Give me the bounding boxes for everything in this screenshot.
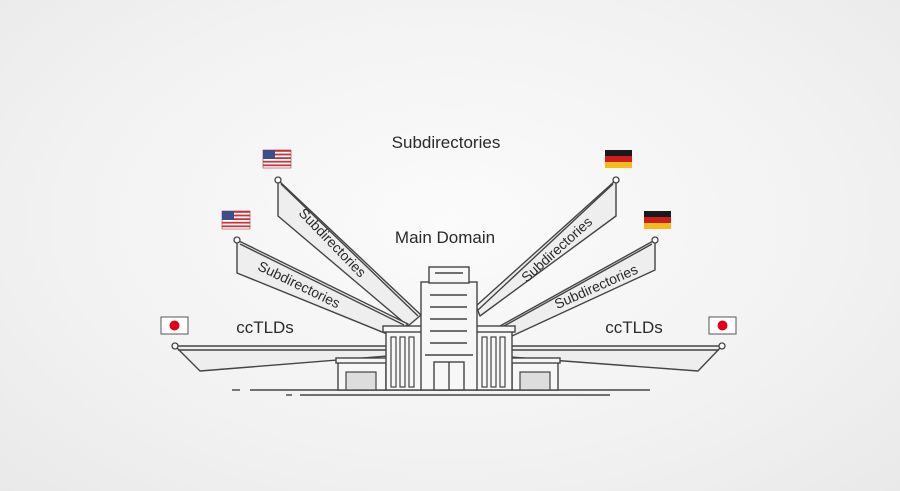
- banner-label: Subdirectories: [296, 205, 370, 280]
- japan-flag-icon: [160, 316, 189, 335]
- germany-flag-icon: [644, 211, 671, 229]
- japan-flag-icon: [708, 316, 737, 335]
- ground-lines: [232, 389, 650, 396]
- us-flag-icon: [221, 210, 251, 230]
- cctld-left-label: ccTLDs: [236, 318, 294, 337]
- cctld-right-label: ccTLDs: [605, 318, 663, 337]
- banner-label: Subdirectories: [552, 261, 640, 312]
- main-domain-label: Main Domain: [395, 228, 495, 247]
- main-domain-building-icon: [335, 266, 561, 391]
- top-subdirectories-label: Subdirectories: [392, 133, 501, 152]
- germany-flag-icon: [605, 150, 632, 168]
- banner-label: Subdirectories: [518, 213, 595, 285]
- us-flag-icon: [262, 149, 292, 169]
